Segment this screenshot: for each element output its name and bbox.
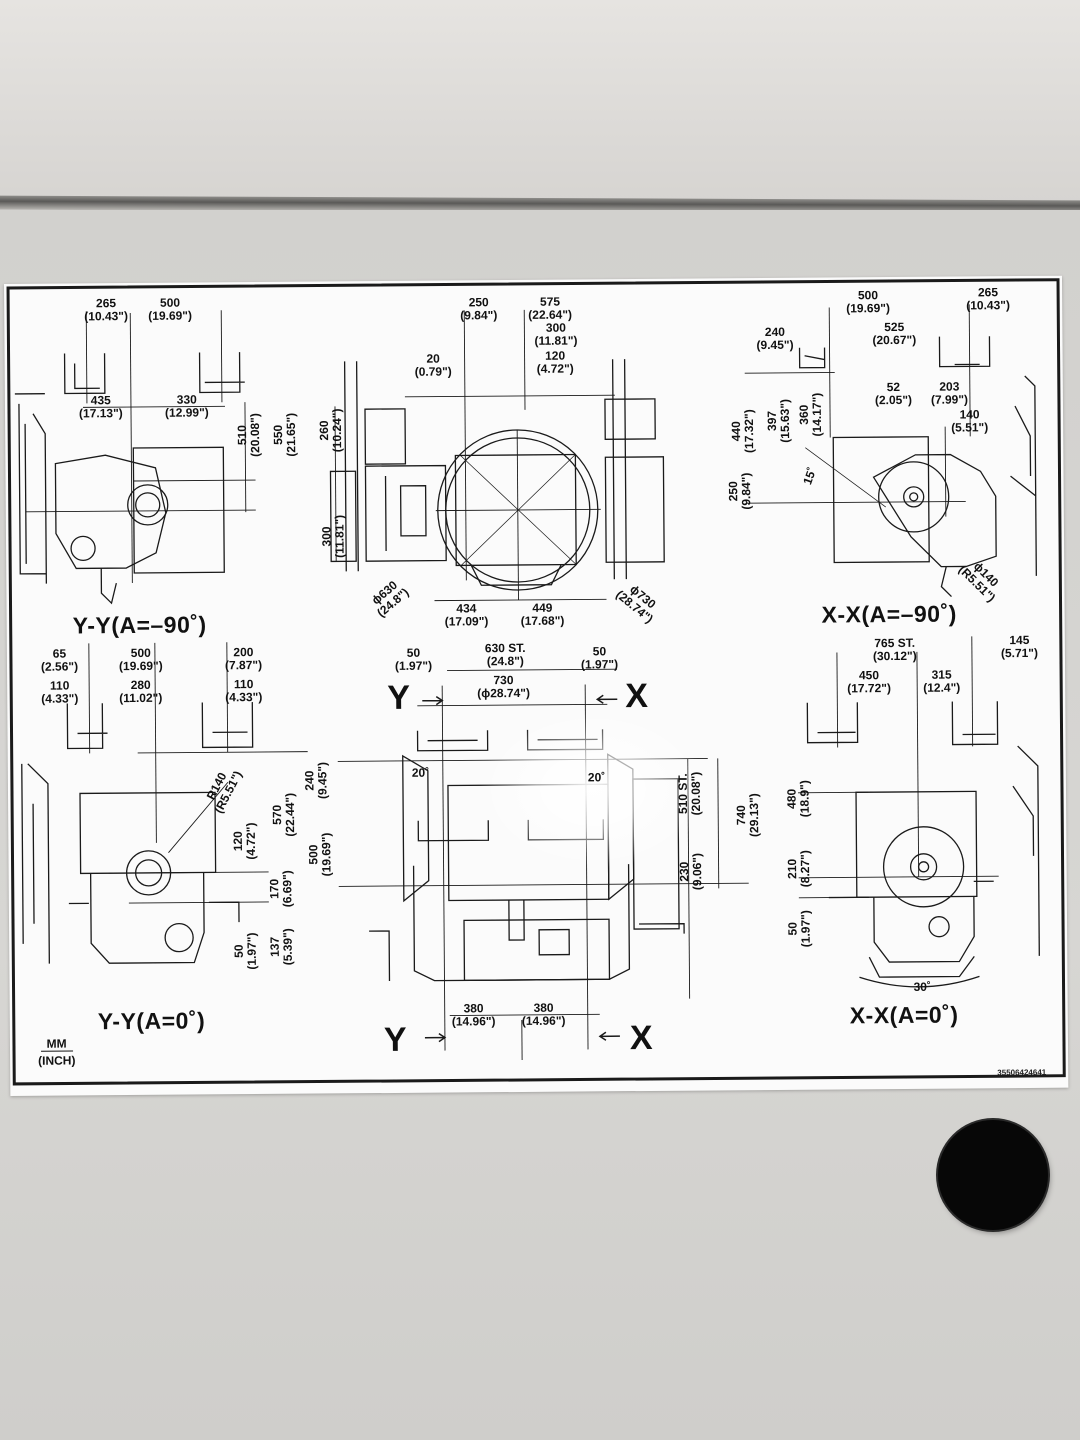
dim-label: 140(5.51") — [951, 407, 989, 435]
dim-label: 210(8.27") — [785, 850, 813, 888]
black-round-knob — [938, 1120, 1048, 1230]
axis-letter-x-top: X — [625, 676, 649, 716]
view-title-yy-0: Y-Y(A=0˚) — [97, 1007, 206, 1035]
units-primary: MM — [40, 1036, 73, 1052]
dim-label: 260(10.24") — [316, 408, 345, 453]
dim-label: 510 ST.(20.08") — [675, 771, 704, 816]
dim-label: 110(4.33") — [225, 677, 263, 705]
dim-label: 480(18.9") — [784, 780, 812, 818]
dim-label: 250(9.84") — [460, 295, 498, 323]
view-title-xx-minus90: X-X(A=–90˚) — [821, 600, 957, 628]
dim-label: 265(10.43") — [84, 296, 129, 324]
dim-label: 300(11.81") — [534, 320, 578, 348]
dim-label: 730(ϕ28.74") — [477, 673, 531, 701]
dim-label: 434(17.09") — [444, 601, 489, 629]
dim-label: 137(5.39") — [267, 928, 295, 966]
dim-label: 380(14.96") — [451, 1001, 496, 1029]
dim-label: 575(22.64") — [528, 294, 573, 322]
dim-label: 20(0.79") — [414, 351, 452, 379]
dim-label: 65(2.56") — [40, 646, 79, 674]
dim-label: 740(29.13") — [733, 793, 762, 838]
dim-label: 630 ST.(24.8") — [484, 640, 526, 669]
dim-label: 500(19.69") — [118, 645, 163, 674]
dim-label: 20˚ — [411, 765, 430, 780]
dim-label: 50(1.97") — [580, 644, 619, 672]
dim-label: 50(1.97") — [231, 932, 259, 970]
dim-label: 449(17.68") — [520, 600, 565, 628]
cabinet-upper-panel — [0, 0, 1080, 205]
dim-label: 52(2.05") — [874, 379, 913, 408]
units-secondary: (INCH) — [38, 1053, 76, 1068]
dim-label: 360(14.17") — [796, 392, 825, 437]
dim-label: 330(12.99") — [164, 392, 209, 420]
dim-label: 280(11.02") — [119, 677, 163, 706]
axis-letter-x-bottom: X — [629, 1018, 653, 1058]
view-yy-0-linework — [21, 642, 308, 964]
view-xx-minus90-linework — [744, 304, 1037, 598]
view-title-yy-minus90: Y-Y(A=–90˚) — [72, 611, 207, 639]
dim-label: 380(14.96") — [521, 1000, 566, 1028]
axis-letter-y-top: Y — [387, 678, 411, 718]
dim-label: 440(17.32") — [728, 409, 757, 454]
dim-label: 240(9.45") — [302, 761, 330, 800]
dim-label: 240(9.45") — [756, 324, 794, 353]
serial-number: 35506424641 — [997, 1067, 1047, 1078]
dim-label: 250(9.84") — [726, 472, 754, 510]
dim-label: 500(19.69") — [148, 295, 193, 323]
dim-label: 300(11.81") — [319, 514, 347, 558]
dim-label: 450(17.72") — [847, 668, 891, 696]
dim-label: 203(7.99") — [930, 379, 969, 407]
dim-label: 510(20.08") — [234, 413, 263, 457]
dim-label: 315(12.4") — [923, 667, 961, 695]
dim-label: 525(20.67") — [872, 319, 917, 348]
view-title-xx-0: X-X(A=0˚) — [849, 1001, 959, 1029]
dim-label: 550(21.65") — [270, 412, 299, 457]
dim-label: 200(7.87") — [224, 645, 263, 673]
dim-label: 120(4.72") — [536, 348, 574, 376]
view-plan-linework — [329, 309, 665, 602]
dimension-plate: Y-Y(A=–90˚) X-X(A=–90˚) Y-Y(A=0˚) X-X(A=… — [4, 275, 1069, 1096]
dim-label: 435(17.13") — [78, 393, 123, 421]
dim-label: 110(4.33") — [41, 678, 79, 706]
dim-label: 145(5.71") — [1000, 632, 1039, 661]
view-xx-0-linework — [798, 636, 1040, 988]
axis-arrows — [422, 694, 620, 1043]
dim-label: 570(22.44") — [269, 792, 298, 837]
units-legend: MM (INCH) — [36, 1035, 78, 1069]
dim-label: 500(19.69") — [846, 288, 890, 316]
dim-label: 50(1.97") — [394, 645, 433, 673]
dim-label: 20˚ — [587, 770, 606, 785]
dim-label: 30˚ — [913, 979, 931, 994]
dim-label: 765 ST.(30.12") — [872, 635, 917, 664]
dim-label: 120(4.72") — [230, 822, 259, 860]
dim-label: 230(9.06") — [677, 852, 705, 891]
dim-label: 265(10.43") — [966, 285, 1010, 313]
dim-label: 50(1.97") — [785, 910, 813, 948]
view-yy-minus90-linework — [14, 310, 256, 605]
drawing-linework — [6, 278, 1066, 1086]
axis-letter-y-bottom: Y — [383, 1020, 407, 1060]
dim-label: 500(19.69") — [306, 832, 334, 877]
dim-label: 170(6.69") — [267, 870, 295, 908]
dim-label: 397(15.63") — [764, 398, 793, 443]
